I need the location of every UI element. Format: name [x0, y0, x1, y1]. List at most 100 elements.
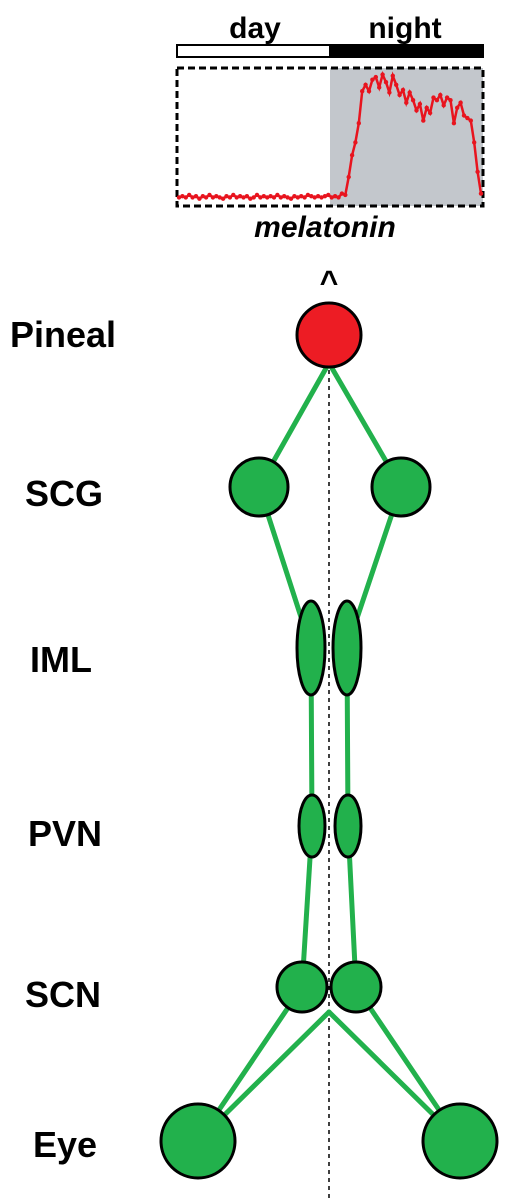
melatonin-plot: day night melatonin ^	[175, 12, 485, 300]
melatonin-point	[288, 196, 294, 201]
melatonin-point	[410, 98, 416, 103]
melatonin-point	[326, 192, 331, 198]
scn-right-node	[329, 960, 383, 1014]
melatonin-point	[339, 191, 345, 196]
melatonin-point	[444, 95, 450, 100]
nodes	[159, 301, 499, 1180]
melatonin-point	[200, 194, 205, 199]
melatonin-point	[373, 74, 378, 80]
melatonin-point	[461, 113, 467, 118]
scn-left-node	[275, 960, 329, 1014]
melatonin-point	[349, 153, 355, 158]
pineal-node	[295, 301, 363, 369]
melatonin-point	[299, 194, 304, 199]
melatonin-point	[197, 196, 202, 201]
melatonin-point	[434, 98, 440, 103]
melatonin-point	[363, 82, 368, 88]
melatonin-point	[465, 115, 470, 121]
melatonin-point	[346, 174, 351, 180]
melatonin-point	[176, 195, 182, 200]
label-eye: Eye	[33, 1124, 97, 1165]
melatonin-point	[244, 194, 250, 199]
melatonin-point	[417, 101, 423, 107]
melatonin-point	[285, 195, 290, 200]
melatonin-point	[360, 89, 365, 94]
melatonin-point	[380, 72, 385, 77]
melatonin-point	[292, 194, 297, 199]
scg-left-node	[228, 456, 290, 518]
melatonin-point	[187, 192, 192, 198]
melatonin-point	[387, 90, 392, 95]
melatonin-point	[224, 194, 229, 199]
iml-left-node	[295, 599, 327, 697]
melatonin-point	[475, 169, 480, 174]
melatonin-point	[448, 98, 453, 103]
melatonin-point	[404, 100, 409, 105]
day-bar	[176, 44, 331, 58]
melatonin-point	[282, 194, 287, 199]
label-pineal: Pineal	[10, 314, 116, 355]
melatonin-point	[414, 108, 419, 113]
melatonin-trace	[176, 70, 484, 201]
melatonin-point	[370, 77, 375, 82]
pvn-left-node	[297, 793, 327, 859]
melatonin-point	[220, 196, 226, 201]
melatonin-point	[251, 195, 256, 200]
melatonin-point	[478, 191, 484, 196]
melatonin-point	[458, 100, 463, 105]
eye-right-node	[421, 1102, 499, 1180]
melatonin-point	[407, 90, 412, 95]
night-bar	[329, 44, 484, 58]
melatonin-point	[190, 195, 195, 200]
melatonin-point	[241, 195, 246, 200]
melatonin-point	[227, 195, 233, 200]
melatonin-point	[329, 195, 334, 200]
melatonin-caption: melatonin	[254, 211, 396, 244]
melatonin-point	[231, 192, 236, 198]
melatonin-point	[319, 195, 324, 200]
melatonin-point	[397, 92, 402, 98]
label-scn: SCN	[25, 974, 101, 1015]
iml-right-node	[331, 599, 363, 697]
melatonin-point	[468, 118, 473, 123]
melatonin-point	[400, 87, 406, 93]
melatonin-point	[424, 105, 429, 111]
melatonin-point	[180, 194, 185, 199]
melatonin-point	[258, 195, 263, 200]
melatonin-point	[455, 105, 460, 111]
eye-left-node	[159, 1102, 237, 1180]
melatonin-point	[183, 195, 188, 200]
plot-frame	[175, 66, 485, 208]
melatonin-point	[438, 92, 443, 98]
melatonin-point	[366, 89, 372, 94]
melatonin-point	[265, 195, 270, 200]
label-iml: IML	[30, 639, 92, 680]
melatonin-point	[268, 194, 273, 199]
melatonin-point	[322, 194, 328, 199]
melatonin-point	[217, 195, 222, 200]
melatonin-point	[295, 195, 300, 200]
melatonin-point	[237, 194, 243, 199]
melatonin-point	[431, 95, 436, 100]
melatonin-point	[305, 192, 311, 198]
melatonin-point	[207, 192, 212, 198]
melatonin-point	[441, 103, 446, 108]
melatonin-point	[353, 140, 358, 145]
melatonin-point	[248, 196, 253, 201]
night-label: night	[368, 12, 441, 45]
melatonin-point	[203, 195, 209, 200]
melatonin-point	[451, 121, 457, 126]
melatonin-point	[472, 140, 477, 145]
melatonin-point	[312, 195, 317, 200]
melatonin-point	[390, 73, 395, 79]
label-scg: SCG	[25, 473, 103, 514]
melatonin-point	[377, 85, 382, 90]
melatonin-point	[383, 80, 389, 85]
night-shading	[330, 68, 483, 206]
melatonin-point	[193, 194, 199, 199]
melatonin-point	[315, 194, 321, 199]
scg-right-node	[370, 456, 432, 518]
secretion-caret: ^	[320, 264, 339, 300]
melatonin-point	[234, 195, 239, 200]
